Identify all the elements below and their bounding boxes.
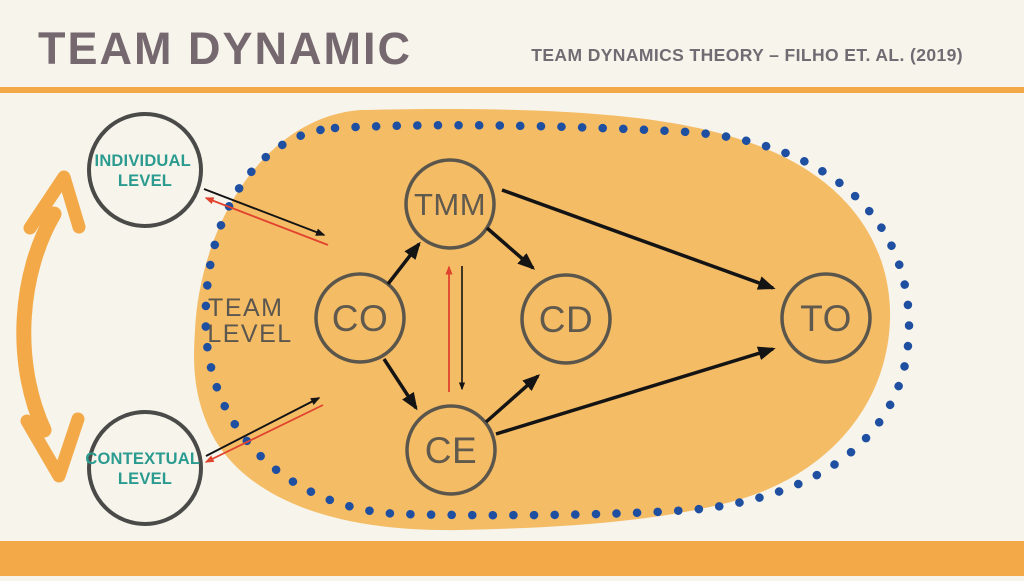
footer-bar [0,541,1024,576]
node-tmm: TMM [404,158,496,250]
node-cd: CD [520,273,612,365]
node-ce: CE [405,404,497,496]
tmm-ce-exchange-arrows [445,265,466,392]
team-level-label: TEAM LEVEL [207,294,292,348]
contextual-level-circle: CONTEXTUAL LEVEL [85,410,204,526]
individual-team-arrows [203,188,329,246]
node-co-label: CO [332,298,389,339]
node-ce-label: CE [425,430,477,471]
node-tmm-label: TMM [414,187,486,222]
header-rule [0,87,1024,93]
contextual-team-arrows [204,397,324,463]
levels-bidirectional-arrow [16,170,86,483]
node-to-label: TO [800,298,852,339]
team-level-blob [194,109,891,531]
individual-level-circle: INDIVIDUAL LEVEL [87,112,203,228]
contextual-level-label: CONTEXTUAL LEVEL [85,450,204,488]
page-subtitle: TEAM DYNAMICS THEORY – FILHO ET. AL. (20… [531,45,963,65]
causal-arrows [382,188,776,436]
node-co: CO [314,272,406,364]
individual-level-label: INDIVIDUAL LEVEL [95,152,196,190]
page-title: TEAM DYNAMIC [38,23,412,74]
node-cd-label: CD [539,299,593,340]
node-to: TO [780,272,872,364]
dotted-boundary [201,120,914,520]
